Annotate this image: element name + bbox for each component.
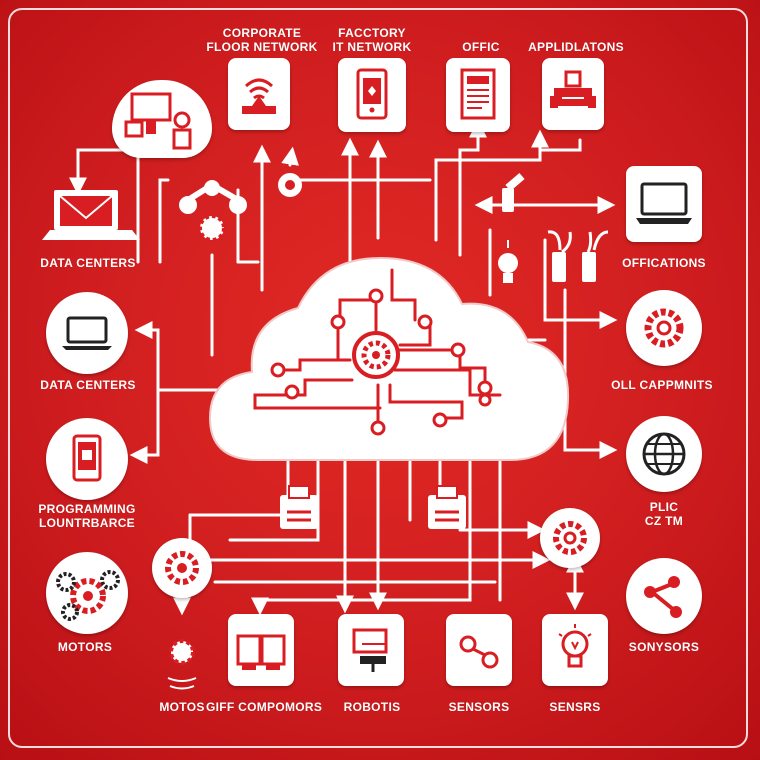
label-data-centers-mid: DATA CENTERS [40, 378, 136, 392]
data-centers-mid-tile[interactable] [46, 292, 128, 374]
machines-icon [236, 634, 286, 670]
machine-icon [550, 70, 596, 108]
bulb-small-icon [498, 240, 518, 283]
motors-tile[interactable] [46, 552, 128, 634]
tablet-icon [356, 68, 388, 120]
plic-tile[interactable] [626, 416, 702, 492]
label-programming-line1: PROGRAMMING [38, 502, 136, 516]
label-plic-line2: CZ TM [644, 514, 684, 528]
lightbulb-icon [558, 624, 592, 668]
connectors-icon [547, 230, 609, 282]
central-cloud [208, 256, 570, 461]
sensrs-tile[interactable] [542, 614, 608, 686]
label-factory-line1: FACCTORY [338, 26, 406, 40]
label-sensrs: SENSRS [549, 700, 601, 714]
label-corporate-floor-network: CORPORATE FLOOR NETWORK [196, 26, 328, 54]
data-centers-top-monitor[interactable] [40, 188, 142, 242]
router-node-icon [278, 173, 302, 197]
motos-gear-icon [167, 639, 197, 690]
robotis-tile[interactable] [338, 614, 404, 686]
globe-icon [642, 432, 686, 476]
label-factory-line2: IT NETWORK [332, 40, 412, 54]
offic-tile[interactable] [446, 58, 510, 132]
document-icon [460, 68, 496, 120]
label-plic-line1: PLIC [649, 500, 679, 514]
giff-compomors-tile[interactable] [228, 614, 294, 686]
robot-arm-icon [179, 180, 247, 242]
printer-left-icon [280, 485, 318, 529]
data-centers-cloud-tile[interactable] [112, 80, 212, 158]
label-sensors-bottom: SENSORS [448, 700, 510, 714]
label-corporate-line2: FLOOR NETWORK [206, 40, 318, 54]
label-factory-it-network: FACCTORY IT NETWORK [324, 26, 420, 54]
label-offications: OFFICATIONS [622, 256, 706, 270]
label-offic: OFFIC [462, 40, 500, 54]
corporate-floor-network-tile[interactable] [228, 58, 290, 130]
connection-icon [459, 635, 499, 669]
phone-icon [72, 434, 102, 482]
offications-tile[interactable] [626, 166, 702, 242]
label-motors-left: MOTORS [57, 640, 113, 654]
laptop-icon [636, 182, 692, 224]
laptop-icon [62, 316, 112, 350]
printer-right-icon [428, 485, 466, 529]
label-motos: MOTOS [159, 700, 205, 714]
motor-gear-node[interactable] [152, 538, 212, 598]
label-sonysors: SONYSORS [628, 640, 700, 654]
gear-icon [165, 551, 199, 585]
wifi-router-icon [242, 78, 276, 114]
oll-capphnits-tile[interactable] [626, 290, 702, 366]
label-corporate-line1: CORPORATE [222, 26, 302, 40]
workstation-icon [352, 628, 388, 672]
label-giff-compomors: GIFF COMPOMORS [206, 700, 323, 714]
label-programming-line2: LOUNTRBARCE [39, 516, 135, 530]
gear-icon [644, 308, 684, 348]
network-nodes-icon [644, 576, 682, 618]
label-applications: APPLIDLATONS [528, 40, 624, 54]
programming-tile[interactable] [46, 418, 128, 500]
valve-icon [502, 172, 525, 212]
label-data-centers-top: DATA CENTERS [40, 256, 136, 270]
monitor-icon [42, 190, 140, 240]
cloud-hub-gear-icon [352, 331, 400, 379]
applications-tile[interactable] [542, 58, 604, 130]
sensor-gear-node[interactable] [540, 508, 600, 568]
label-programming-lountrbarce: PROGRAMMING LOUNTRBARCE [22, 502, 152, 530]
label-oll-capphnits: OLL CAPPMNITS [611, 378, 713, 392]
factory-it-network-tile[interactable] [338, 58, 406, 132]
label-plic: PLIC CZ TM [626, 500, 702, 528]
sonysors-tile[interactable] [626, 558, 702, 634]
sensors-tile[interactable] [446, 614, 512, 686]
gears-icon [56, 570, 120, 621]
gear-icon [553, 521, 587, 555]
data-center-equipment-icon [124, 92, 192, 150]
label-robotis: ROBOTIS [343, 700, 401, 714]
